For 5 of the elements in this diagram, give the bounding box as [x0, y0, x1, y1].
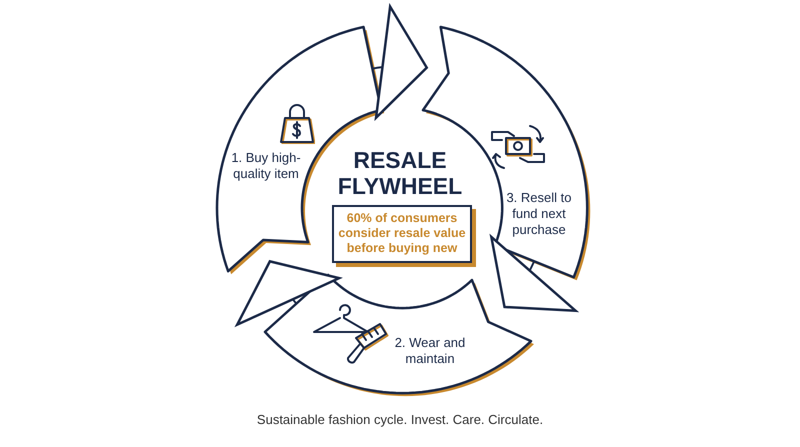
diagram-title: RESALE FLYWHEEL	[336, 147, 464, 199]
step-label: 2. Wear and maintain	[394, 334, 466, 367]
caption: Sustainable fashion cycle. Invest. Care. Circulate.	[256, 412, 544, 427]
step-label: 1. Buy high-quality item	[230, 150, 302, 182]
step-label: 3. Resell to fund next purchase	[505, 190, 572, 238]
